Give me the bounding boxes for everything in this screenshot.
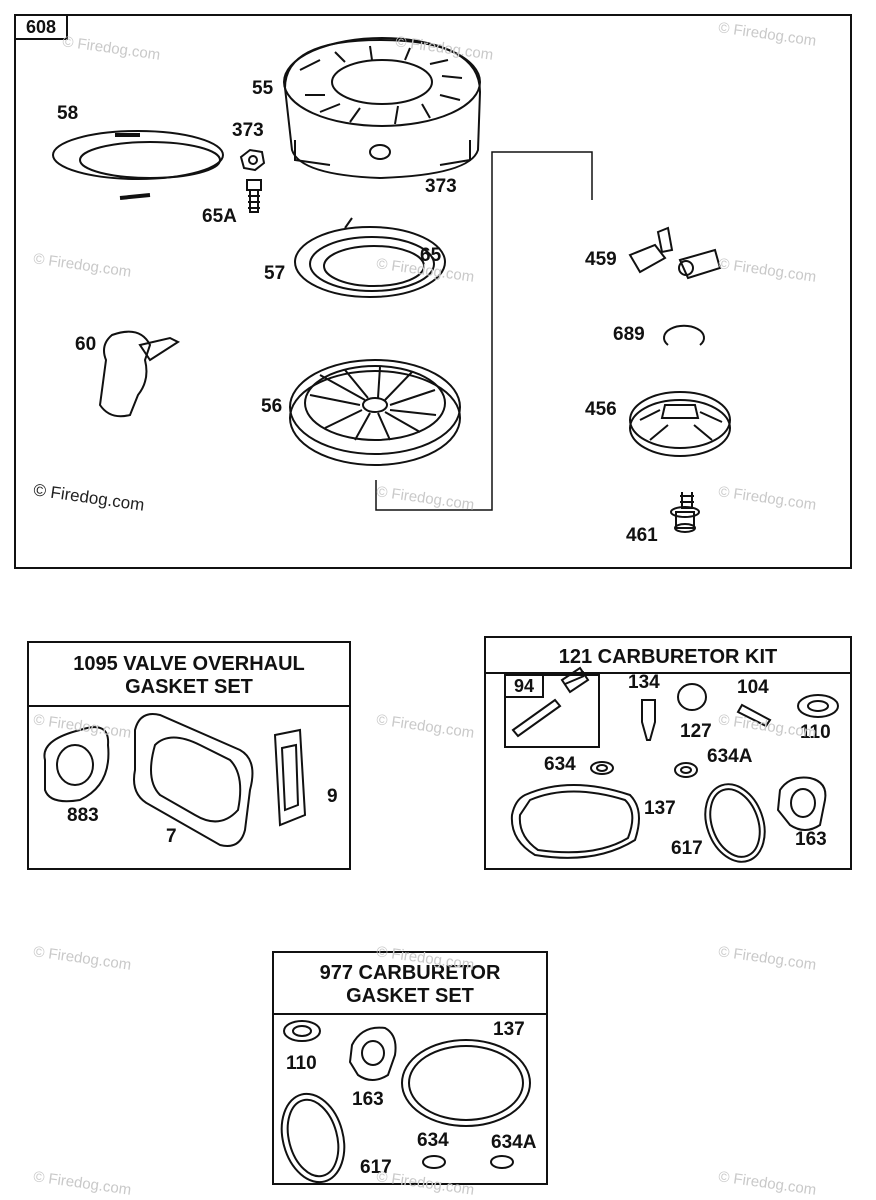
- part-label-65: 65: [420, 245, 442, 266]
- screw-part: [246, 179, 262, 213]
- float-bowl-plug-part: [677, 683, 707, 711]
- part-label-883: 883: [67, 805, 99, 826]
- part-label-689: 689: [613, 324, 645, 345]
- carburetor-gasket-title-line2: GASKET SET: [346, 985, 474, 1007]
- valve-gasket-title-line1: 1095 VALVE OVERHAUL: [73, 653, 305, 675]
- carburetor-kit-frame: 121 CARBURETOR KIT 94: [484, 636, 852, 870]
- main-diagram-frame: 608: [14, 14, 852, 569]
- washer-110-part: [797, 694, 839, 718]
- pulley-part: [289, 359, 461, 466]
- inlet-needle-part: [641, 699, 656, 741]
- blower-housing-part: [283, 37, 482, 180]
- part-label-461: 461: [626, 525, 658, 546]
- washer-634a-part: [674, 762, 698, 778]
- part-label-373-housing: 373: [425, 176, 457, 197]
- rocker-cover-gasket-part: [273, 728, 307, 827]
- gasket-617-part: [280, 1092, 346, 1184]
- part-label-137: 137: [644, 798, 676, 819]
- gasket-163-part: [776, 776, 827, 831]
- washer-110-part: [283, 1020, 321, 1042]
- exhaust-gasket-part: [43, 726, 110, 803]
- part-label-634a: 634A: [707, 746, 753, 767]
- part-label-634: 634: [544, 754, 576, 775]
- starter-handle-part: [98, 330, 181, 418]
- ratchet-part: [629, 391, 731, 457]
- bowl-gasket-137-part: [401, 1039, 531, 1127]
- ratchet-screw-part: [670, 492, 700, 533]
- inner-kit-box: 94: [504, 674, 600, 748]
- washer-634-part: [422, 1155, 446, 1169]
- part-label-7: 7: [166, 826, 177, 847]
- part-label-163: 163: [795, 829, 827, 850]
- needle-valve-part: [511, 666, 590, 738]
- rewind-spring-part: [294, 217, 446, 298]
- inner-kit-id-tag: 94: [504, 674, 544, 698]
- part-label-163: 163: [352, 1089, 384, 1110]
- part-label-373-nut: 373: [232, 120, 264, 141]
- part-label-137: 137: [493, 1019, 525, 1040]
- part-label-9: 9: [327, 786, 338, 807]
- part-label-65a: 65A: [202, 206, 237, 227]
- title-divider: [29, 705, 349, 707]
- gasket-617-part: [704, 783, 766, 863]
- valve-gasket-title-line2: GASKET SET: [125, 676, 253, 698]
- valve-gasket-set-frame: 1095 VALVE OVERHAUL GASKET SET: [27, 641, 351, 870]
- part-label-127: 127: [680, 721, 712, 742]
- part-label-58: 58: [57, 103, 79, 124]
- carburetor-kit-title: 121 CARBURETOR KIT: [558, 646, 778, 668]
- retainer-ring-part: [663, 324, 705, 346]
- washer-634a-part: [490, 1155, 514, 1169]
- part-label-55: 55: [252, 78, 274, 99]
- diagram-id-tag: 608: [14, 14, 68, 40]
- part-label-60: 60: [75, 334, 97, 355]
- part-label-110: 110: [800, 722, 831, 743]
- title-divider: [274, 1013, 546, 1015]
- carburetor-gasket-title-line1: 977 CARBURETOR: [319, 962, 501, 984]
- gasket-163-part: [348, 1026, 397, 1081]
- part-label-617: 617: [360, 1157, 392, 1178]
- part-label-134: 134: [628, 672, 660, 693]
- assembly-bracket-line: [375, 151, 593, 511]
- carburetor-gasket-set-frame: 977 CARBURETOR GASKET SET: [272, 951, 548, 1185]
- part-label-634a: 634A: [491, 1132, 537, 1153]
- part-label-56: 56: [261, 396, 283, 417]
- cylinder-head-gasket-part: [133, 713, 254, 847]
- part-label-459: 459: [585, 249, 617, 270]
- part-label-104: 104: [737, 677, 769, 698]
- pawl-part: [628, 226, 722, 280]
- starter-rope-part: [52, 130, 224, 200]
- part-label-634: 634: [417, 1130, 449, 1151]
- title-divider: [486, 672, 850, 674]
- float-pin-part: [736, 703, 772, 728]
- washer-634-part: [590, 761, 614, 775]
- part-label-110: 110: [286, 1053, 317, 1074]
- part-label-456: 456: [585, 399, 617, 420]
- nut-part: [239, 148, 266, 172]
- bowl-gasket-137-part: [510, 784, 640, 859]
- part-label-57: 57: [264, 263, 286, 284]
- part-label-617: 617: [671, 838, 703, 859]
